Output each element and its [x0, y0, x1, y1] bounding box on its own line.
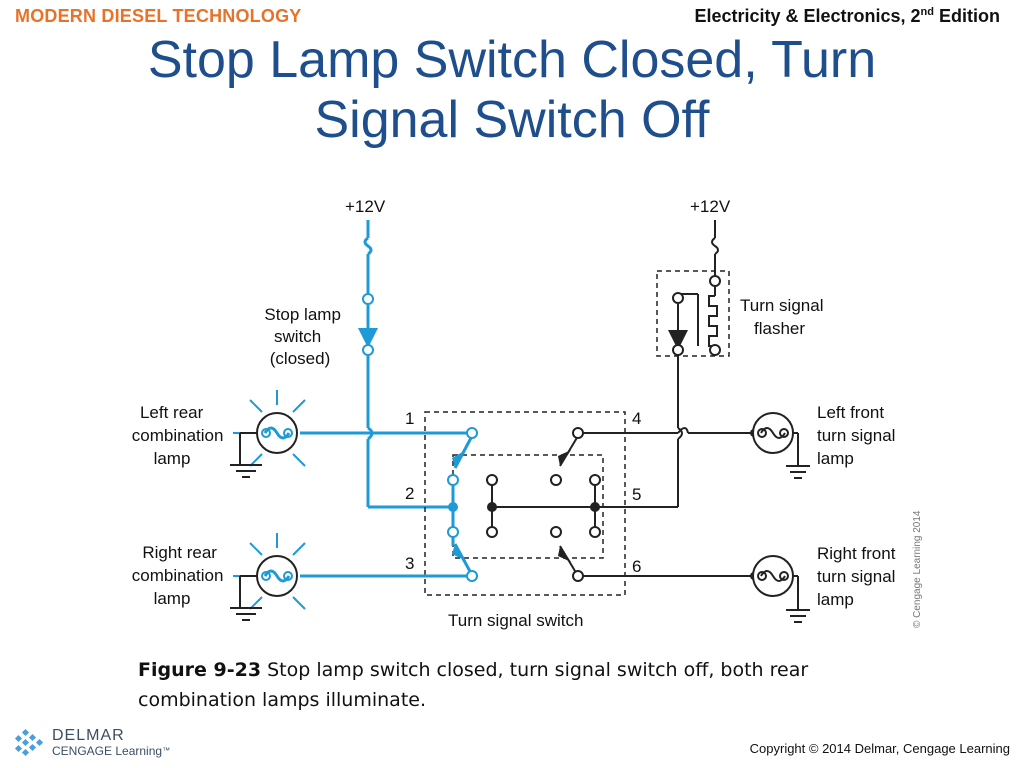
switch-junction-a	[487, 502, 497, 512]
switch-contact-d	[550, 526, 562, 538]
switch-contact-b	[486, 526, 498, 538]
switch-contact-2-lower	[447, 526, 459, 538]
flasher-contact-top	[709, 275, 721, 287]
edition-main: Electricity & Electronics, 2	[694, 6, 921, 26]
switch-contact-c	[550, 474, 562, 486]
left-front-lamp	[750, 412, 810, 479]
switch-contact-3	[466, 570, 478, 582]
delmar-wordmark: DELMAR CENGAGE Learning™	[52, 727, 170, 759]
switch-contact-f	[589, 526, 601, 538]
edition-title: Electricity & Electronics, 2nd Edition	[694, 6, 1000, 27]
edition-tail: Edition	[934, 6, 1000, 26]
terminal-3: 3	[405, 554, 414, 573]
right-rear-label-line: Right rear	[142, 543, 217, 562]
left-rear-label-line: lamp	[154, 449, 191, 468]
stop-switch-contact-top	[362, 293, 374, 305]
slide-title: Stop Lamp Switch Closed, Turn Signal Swi…	[40, 30, 984, 150]
supply-left-label: +12V	[345, 197, 386, 216]
flasher-supply-wire	[595, 220, 719, 508]
flasher-contact-left	[672, 292, 684, 304]
right-rear-label-line: combination	[132, 566, 224, 585]
flasher-label-line: flasher	[754, 319, 805, 338]
stop-switch-label: Stop lamp switch (closed)	[264, 305, 345, 368]
right-front-label-line: lamp	[817, 590, 854, 609]
delmar-name: DELMAR	[52, 727, 125, 744]
switch-inner-wiring	[491, 432, 754, 577]
switch-junction-5	[590, 502, 600, 512]
front-lamp-wiring	[677, 427, 754, 434]
flasher-box	[656, 270, 730, 357]
copyright-text: Copyright © 2014 Delmar, Cengage Learnin…	[749, 741, 1010, 756]
left-front-label-line: lamp	[817, 449, 854, 468]
delmar-sub-text: CENGAGE Learning	[52, 744, 163, 758]
figure-credit: © Cengage Learning 2014	[912, 510, 923, 628]
terminal-5: 5	[632, 485, 641, 504]
left-front-label-line: Left front	[817, 403, 884, 422]
circuit-diagram: +12V +12V Stop lamp switch (closed)	[132, 197, 923, 630]
flasher-contact-bottom-left	[672, 344, 684, 356]
switch-contact-e	[589, 474, 601, 486]
right-front-label-line: turn signal	[817, 567, 895, 586]
turn-signal-switch-label: Turn signal switch	[448, 611, 583, 630]
delmar-logo-icon	[14, 728, 44, 757]
switch-arrow-right-lower	[558, 546, 571, 562]
right-rear-label-line: lamp	[154, 589, 191, 608]
figure-caption-text: Stop lamp switch closed, turn signal swi…	[138, 659, 809, 711]
right-rear-label: Right rear combination lamp	[132, 543, 228, 608]
switch-contact-1	[466, 427, 478, 439]
left-rear-lamp	[230, 390, 306, 478]
right-rear-lamp	[230, 533, 306, 621]
stop-switch-label-line: switch	[274, 327, 321, 346]
switch-junction-2	[448, 502, 458, 512]
stop-lamp-supply-wire	[363, 220, 453, 509]
right-front-label: Right front turn signal lamp	[817, 544, 900, 609]
stop-switch-label-line: (closed)	[270, 349, 330, 368]
flasher-label-line: Turn signal	[740, 296, 823, 315]
switch-contact-6	[572, 570, 584, 582]
switch-arrow-right-upper	[558, 450, 571, 466]
terminal-1: 1	[405, 409, 414, 428]
left-front-label: Left front turn signal lamp	[817, 403, 900, 468]
terminal-2: 2	[405, 484, 414, 503]
left-rear-label-line: combination	[132, 426, 224, 445]
right-front-lamp	[750, 555, 810, 623]
switch-arrow-lower	[452, 544, 466, 561]
flasher-label: Turn signal flasher	[740, 296, 828, 338]
supply-right-label: +12V	[690, 197, 731, 216]
switch-contact-4	[572, 427, 584, 439]
delmar-sub: CENGAGE Learning™	[52, 744, 170, 758]
turn-signal-switch-box	[424, 411, 626, 596]
terminal-4: 4	[632, 409, 641, 428]
switch-arrow-upper	[452, 450, 466, 468]
flasher-contact-bottom-right	[709, 344, 721, 356]
brand-title: MODERN DIESEL TECHNOLOGY	[15, 6, 302, 26]
energized-switch-paths	[300, 431, 474, 578]
slide-title-line-1: Stop Lamp Switch Closed, Turn	[147, 31, 877, 89]
edition-superscript: nd	[920, 6, 934, 18]
left-rear-label-line: Left rear	[140, 403, 204, 422]
terminal-6: 6	[632, 557, 641, 576]
delmar-tm: ™	[162, 746, 171, 755]
stop-switch-label-line: Stop lamp	[264, 305, 341, 324]
right-front-label-line: Right front	[817, 544, 896, 563]
left-front-label-line: turn signal	[817, 426, 895, 445]
figure-number: Figure 9-23	[138, 659, 262, 681]
switch-contact-a	[486, 474, 498, 486]
switch-contact-2-upper	[447, 474, 459, 486]
slide-title-line-2: Signal Switch Off	[314, 91, 710, 149]
left-rear-label: Left rear combination lamp	[132, 403, 228, 468]
figure-caption: Figure 9-23 Stop lamp switch closed, tur…	[138, 655, 898, 715]
stop-switch-contact-bottom	[362, 344, 374, 356]
